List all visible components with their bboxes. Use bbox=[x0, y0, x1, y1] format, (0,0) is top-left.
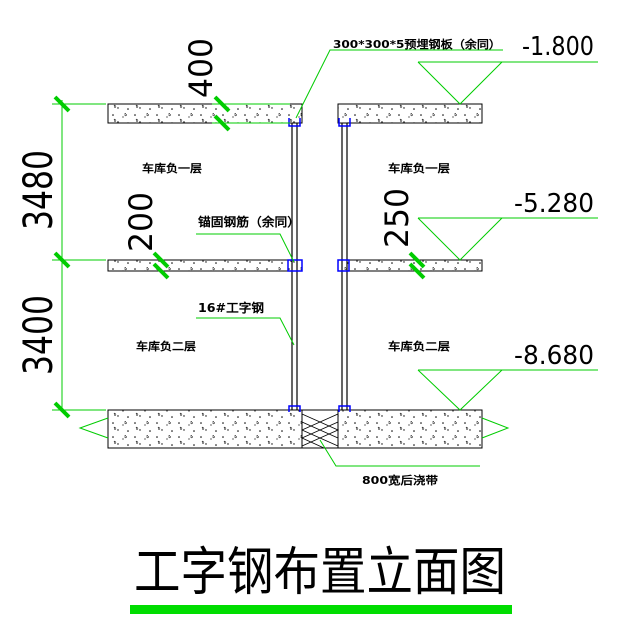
dim-250: 250 bbox=[378, 188, 416, 248]
dim-400: 400 bbox=[182, 38, 220, 98]
embed-plate-label: 300*300*5预埋钢板（余同） bbox=[333, 37, 501, 51]
leader-pour-strip bbox=[319, 439, 480, 467]
i-beam-right bbox=[341, 123, 348, 410]
top-slab-left bbox=[107, 103, 303, 124]
garage-b1-right-label: 车库负一层 bbox=[388, 161, 450, 175]
slab-thickness-ticks bbox=[152, 95, 426, 280]
elevation-bottom-label: -8.680 bbox=[514, 341, 594, 371]
dim-3480: 3480 bbox=[16, 150, 62, 230]
garage-b1-left-label: 车库负一层 bbox=[142, 161, 202, 175]
mid-slab-left bbox=[107, 259, 303, 272]
drawing-title: 工字钢布置立面图 bbox=[134, 543, 506, 603]
base-slab-right bbox=[337, 409, 483, 449]
elevation-top-label: -1.800 bbox=[522, 32, 594, 62]
dim-3400: 3400 bbox=[16, 295, 62, 375]
i-beam-label: 16#工字钢 bbox=[198, 300, 264, 315]
embed-plates bbox=[287, 118, 351, 412]
break-symbol-left bbox=[78, 417, 109, 439]
top-slab-right bbox=[337, 103, 483, 124]
left-dimension-line bbox=[52, 95, 106, 419]
base-slab-left bbox=[107, 409, 303, 449]
break-symbol-right bbox=[481, 417, 510, 439]
leader-embed-plate bbox=[295, 49, 503, 119]
pour-strip bbox=[301, 409, 339, 449]
title-underline bbox=[130, 605, 512, 614]
elevation-marker-bottom bbox=[417, 369, 598, 411]
dim-200: 200 bbox=[122, 192, 160, 252]
elevation-middle-label: -5.280 bbox=[514, 189, 594, 219]
elevation-marker-middle bbox=[417, 217, 598, 261]
pour-strip-label: 800宽后浇带 bbox=[362, 473, 438, 487]
i-beam-left bbox=[291, 123, 298, 410]
garage-b2-right-label: 车库负二层 bbox=[388, 339, 450, 353]
elevation-marker-top bbox=[417, 61, 598, 105]
garage-b2-left-label: 车库负二层 bbox=[136, 339, 196, 353]
leader-anchor-rebar bbox=[196, 233, 295, 263]
leader-i-beam bbox=[196, 317, 295, 346]
anchor-rebar-label: 锚固钢筋（余同） bbox=[198, 214, 300, 229]
